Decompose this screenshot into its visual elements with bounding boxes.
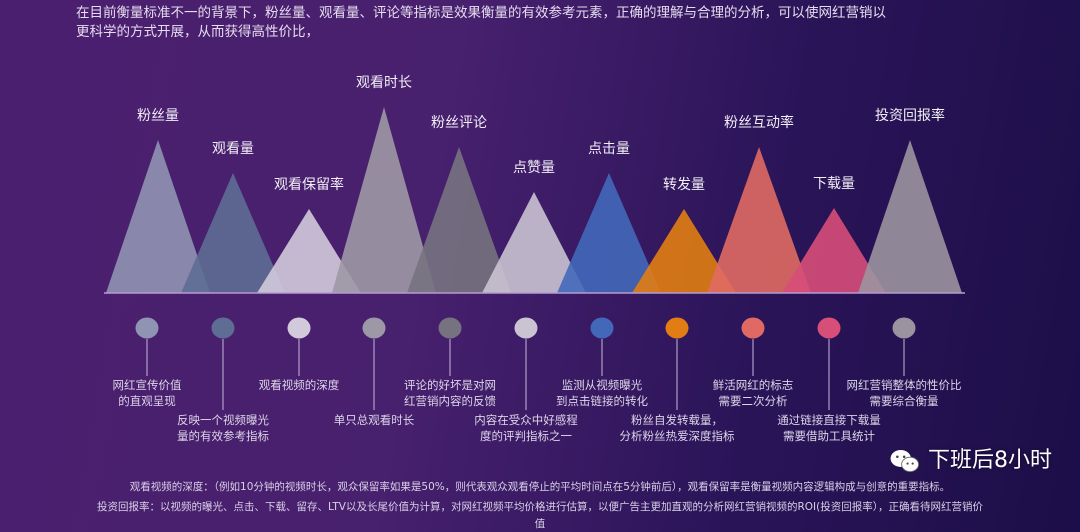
triangle-6 <box>482 192 586 293</box>
metric-description: 通过链接直接下载量需要借助工具统计 <box>777 412 881 444</box>
triangle-3 <box>257 209 361 293</box>
triangle-7 <box>557 173 661 293</box>
metric-dot <box>817 317 841 339</box>
description-line: 粉丝自发转载量， <box>631 413 723 427</box>
description-line: 度的评判指标之一 <box>480 429 572 443</box>
triangle-11 <box>858 140 962 293</box>
description-line: 网红营销整体的性价比 <box>846 378 962 392</box>
metric-dot <box>211 317 235 339</box>
metric-label: 观看时长 <box>356 75 412 91</box>
metric-label: 转发量 <box>663 177 705 193</box>
metric-label: 粉丝评论 <box>431 115 487 131</box>
metric-dot <box>892 317 916 339</box>
description-line: 内容在受众中好感程 <box>474 413 578 427</box>
footnote-roi: 投资回报率：以视频的曝光、点击、下载、留存、LTV以及长尾价值为计算，对网红视频… <box>96 501 983 513</box>
metric-dot <box>135 317 159 339</box>
triangle-10 <box>782 208 886 293</box>
description-line: 红营销内容的反馈 <box>404 394 496 408</box>
metric-description: 鲜活网红的标志需要二次分析 <box>713 377 794 409</box>
description-line: 网红宣传价值 <box>112 378 182 392</box>
metric-dot <box>438 317 462 339</box>
metric-label: 观看量 <box>212 141 254 157</box>
description-line: 反映一个视频曝光 <box>177 413 269 427</box>
triangle-1 <box>106 140 210 293</box>
metric-description: 监测从视频曝光到点击链接的转化 <box>556 377 648 409</box>
footnote-roi-cont: 值 <box>534 518 546 530</box>
wechat-icon <box>890 449 920 473</box>
metric-label: 点击量 <box>588 141 630 157</box>
description-line: 通过链接直接下载量 <box>777 413 881 427</box>
metric-description: 反映一个视频曝光量的有效参考指标 <box>177 412 269 444</box>
description-line: 评论的好坏是对网 <box>404 378 496 392</box>
metric-description: 网红营销整体的性价比需要综合衡量 <box>847 377 962 409</box>
description-line: 到点击链接的转化 <box>556 394 648 408</box>
description-line: 单只总观看时长 <box>333 413 415 427</box>
triangle-4 <box>332 107 436 293</box>
description-line: 需要借助工具统计 <box>783 429 875 443</box>
metric-label: 点赞量 <box>513 160 555 176</box>
description-line: 需要二次分析 <box>718 394 788 408</box>
metric-label: 粉丝量 <box>137 108 179 124</box>
footnote-retention: 观看视频的深度：（例如10分钟的视频时长，观众保留率如果是50%，则代表观众观看… <box>129 481 951 493</box>
metric-description: 观看视频的深度 <box>259 377 340 393</box>
watermark-text: 下班后8小时 <box>928 448 1052 473</box>
triangle-8 <box>632 209 736 293</box>
description-line: 需要综合衡量 <box>869 394 939 408</box>
metric-description: 单只总观看时长 <box>334 412 415 428</box>
description-line: 鲜活网红的标志 <box>712 378 794 392</box>
watermark: 下班后8小时 <box>888 446 1052 476</box>
description-line: 量的有效参考指标 <box>177 429 269 443</box>
metric-label: 下载量 <box>813 176 855 192</box>
triangle-2 <box>181 173 285 293</box>
triangle-9 <box>707 147 811 293</box>
triangle-5 <box>407 147 511 293</box>
description-line: 分析粉丝热爱深度指标 <box>619 429 735 443</box>
intro-text: 在目前衡量标准不一的背景下，粉丝量、观看量、评论等指标是效果衡量的有效参考元素，… <box>76 5 886 40</box>
metric-description: 网红宣传价值的直观呈现 <box>113 377 182 409</box>
description-line: 的直观呈现 <box>118 394 176 408</box>
metric-dot <box>514 317 538 339</box>
metric-description: 评论的好坏是对网红营销内容的反馈 <box>404 377 496 409</box>
metric-dot <box>287 317 311 339</box>
metric-dot <box>665 317 689 339</box>
metric-label: 观看保留率 <box>274 177 344 193</box>
metric-label: 粉丝互动率 <box>724 115 794 131</box>
metric-label: 投资回报率 <box>875 108 945 124</box>
description-line: 监测从视频曝光 <box>561 378 643 392</box>
metric-description: 内容在受众中好感程度的评判指标之一 <box>474 412 578 444</box>
metric-dot <box>741 317 765 339</box>
metric-dot <box>590 317 614 339</box>
description-line: 观看视频的深度 <box>258 378 340 392</box>
metric-description: 粉丝自发转载量， 分析粉丝热爱深度指标 <box>620 412 735 444</box>
metric-dot <box>362 317 386 339</box>
